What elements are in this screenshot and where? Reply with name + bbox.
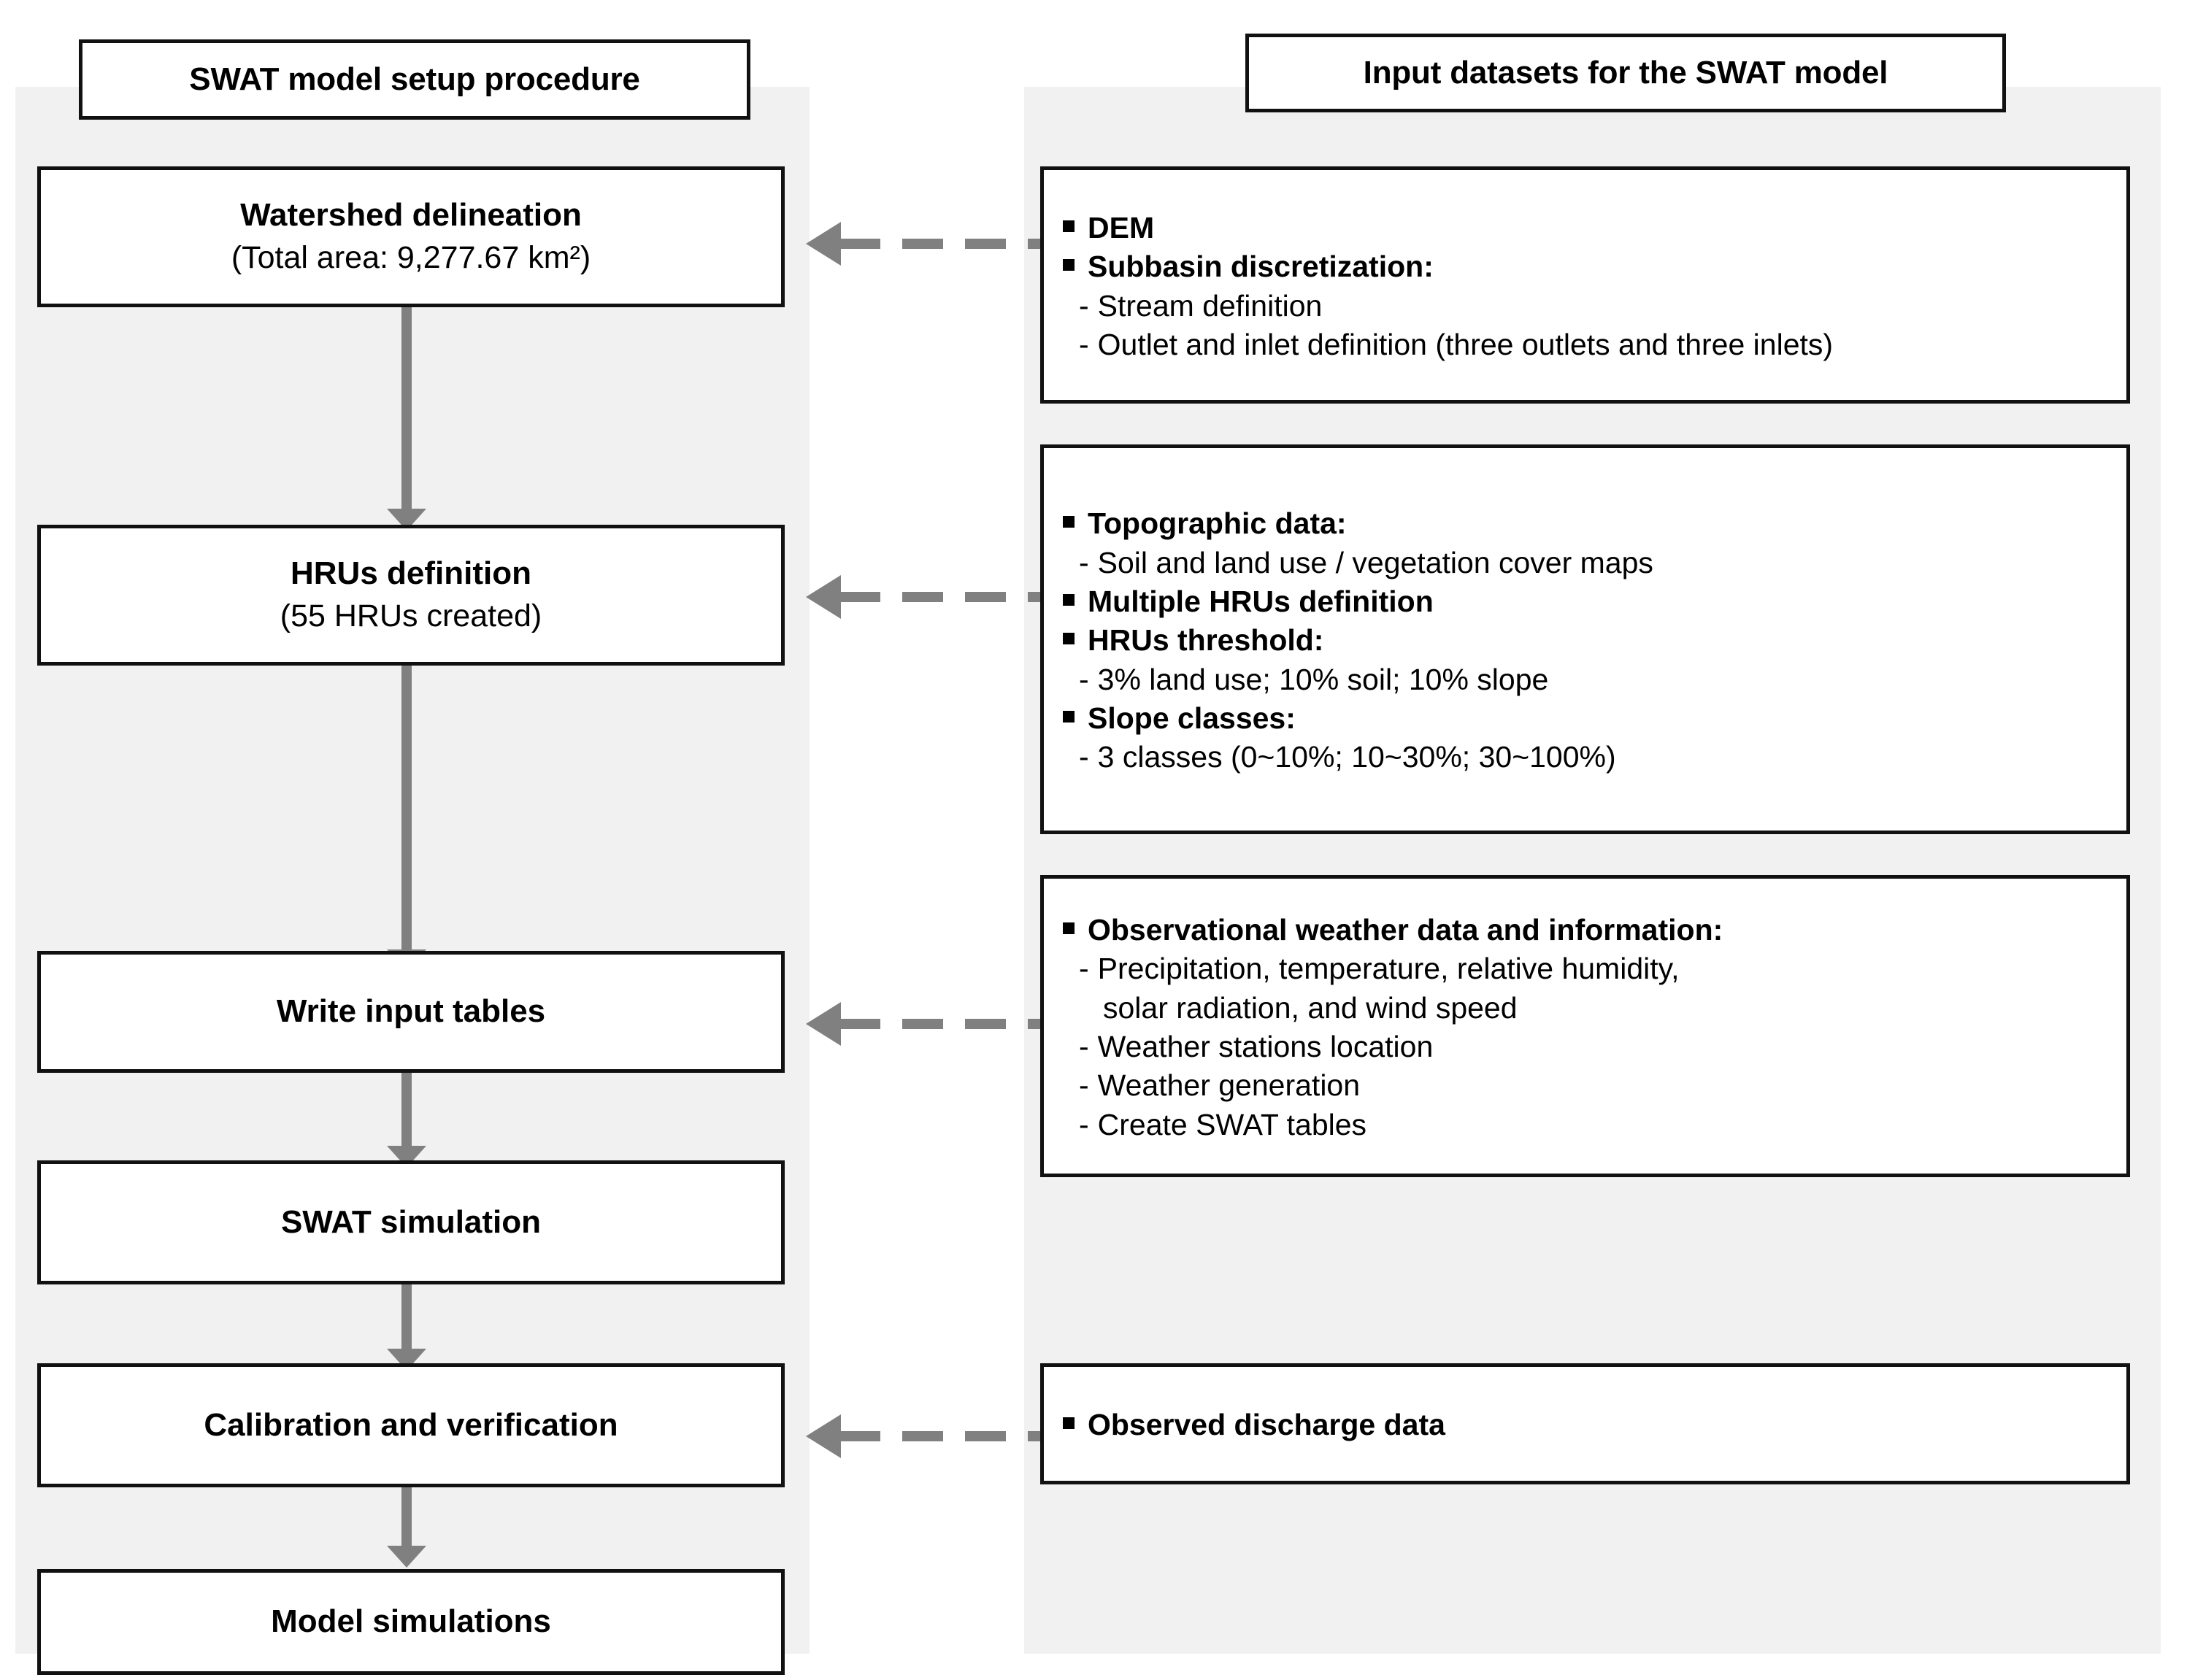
dataset-line-text: Precipitation, temperature, relative hum… [1097, 952, 1680, 986]
dataset-line: Slope classes: [1063, 699, 2126, 738]
square-bullet-icon [1063, 710, 1075, 723]
dataset-box-hru-inputs[interactable]: Topographic data: - Soil and land use / … [1040, 444, 2130, 834]
dataset-line: - Outlet and inlet definition (three out… [1063, 325, 2126, 364]
dataset-box-watershed-inputs[interactable]: DEM Subbasin discretization: - Stream de… [1040, 166, 2130, 404]
square-bullet-icon [1063, 922, 1075, 935]
dataset-line-text: Soil and land use / vegetation cover map… [1097, 545, 1653, 579]
step-model-simulations[interactable]: Model simulations [37, 1569, 785, 1675]
left-column-header-label: SWAT model setup procedure [189, 61, 640, 97]
step-write-input-tables[interactable]: Write input tables [37, 951, 785, 1073]
square-bullet-icon [1063, 259, 1075, 271]
dataset-line: Multiple HRUs definition [1063, 582, 2126, 621]
dataset-line-text: 3 classes (0~10%; 10~30%; 30~100%) [1097, 740, 1616, 774]
dataset-line: - 3 classes (0~10%; 10~30%; 30~100%) [1063, 738, 2126, 777]
left-column-header: SWAT model setup procedure [79, 39, 750, 120]
step-title: Calibration and verification [204, 1406, 618, 1443]
link-arrow-calibration [810, 1431, 1040, 1441]
square-bullet-icon [1063, 516, 1075, 528]
link-arrow-inputtables [810, 1019, 1040, 1029]
flow-arrow-5 [401, 1487, 412, 1547]
step-calibration-and-verification[interactable]: Calibration and verification [37, 1363, 785, 1487]
dataset-line-text: 3% land use; 10% soil; 10% slope [1097, 662, 1549, 696]
step-subtitle: (55 HRUs created) [280, 598, 542, 634]
flow-arrow-3 [401, 1073, 412, 1147]
dataset-line-text: Observational weather data and informati… [1088, 913, 1723, 947]
link-arrow-hrus [810, 592, 1040, 602]
dataset-line-text: Stream definition [1097, 288, 1323, 323]
dataset-line: - Soil and land use / vegetation cover m… [1063, 544, 2126, 582]
dashed-line [839, 592, 1040, 602]
step-title: HRUs definition [291, 555, 531, 592]
dataset-line: solar radiation, and wind speed [1063, 989, 2126, 1028]
dash-bullet-icon: - [1079, 1107, 1089, 1141]
flow-arrow-2 [401, 634, 412, 951]
dataset-line: - Weather generation [1063, 1066, 2126, 1105]
dash-bullet-icon: - [1079, 1068, 1089, 1103]
dataset-line: HRUs threshold: [1063, 621, 2126, 660]
dash-bullet-icon: - [1079, 545, 1089, 579]
dashed-line [839, 1431, 1040, 1441]
step-title: Write input tables [276, 993, 546, 1030]
step-subtitle: (Total area: 9,277.67 km²) [231, 240, 591, 276]
dataset-line-text: Observed discharge data [1088, 1408, 1445, 1442]
dataset-line: Observed discharge data [1063, 1406, 2126, 1444]
dash-bullet-icon: - [1079, 662, 1089, 696]
square-bullet-icon [1063, 633, 1075, 645]
dataset-line: - Weather stations location [1063, 1028, 2126, 1066]
right-column-header: Input datasets for the SWAT model [1245, 34, 2006, 112]
dataset-box-observed-discharge[interactable]: Observed discharge data [1040, 1363, 2130, 1484]
dataset-line-text: Multiple HRUs definition [1088, 585, 1434, 619]
dash-bullet-icon: - [1079, 288, 1089, 323]
dataset-line-text: Create SWAT tables [1097, 1107, 1367, 1141]
dash-bullet-icon: - [1079, 952, 1089, 986]
step-hrus-definition[interactable]: HRUs definition (55 HRUs created) [37, 525, 785, 666]
dataset-line: - Stream definition [1063, 287, 2126, 325]
step-title: Model simulations [271, 1603, 551, 1640]
dash-bullet-icon: - [1079, 327, 1089, 361]
dataset-box-weather-inputs[interactable]: Observational weather data and informati… [1040, 875, 2130, 1177]
dataset-line-text: DEM [1088, 210, 1155, 244]
dataset-line: Topographic data: [1063, 504, 2126, 543]
link-arrow-watershed [810, 239, 1040, 249]
dataset-line-text: Subbasin discretization: [1088, 250, 1434, 284]
square-bullet-icon [1063, 220, 1075, 232]
dataset-line: DEM [1063, 209, 2126, 247]
step-watershed-delineation[interactable]: Watershed delineation (Total area: 9,277… [37, 166, 785, 307]
dataset-line-text: Weather generation [1097, 1068, 1361, 1103]
dashed-line [839, 239, 1040, 249]
step-title: SWAT simulation [280, 1203, 542, 1240]
dataset-line: Observational weather data and informati… [1063, 911, 2126, 949]
dataset-line: - Precipitation, temperature, relative h… [1063, 949, 2126, 988]
flow-arrow-1 [401, 307, 412, 510]
dataset-line-text: Weather stations location [1097, 1030, 1434, 1063]
dash-bullet-icon: - [1079, 1030, 1089, 1063]
dataset-line: - 3% land use; 10% soil; 10% slope [1063, 660, 2126, 699]
dataset-line: Subbasin discretization: [1063, 247, 2126, 286]
step-title: Watershed delineation [240, 197, 582, 234]
right-column-header-label: Input datasets for the SWAT model [1363, 55, 1888, 90]
dataset-line-text: Slope classes: [1088, 701, 1296, 735]
dataset-line-text: solar radiation, and wind speed [1103, 990, 1518, 1025]
dataset-line-text: HRUs threshold: [1088, 623, 1324, 658]
square-bullet-icon [1063, 594, 1075, 606]
flow-arrow-4 [401, 1284, 412, 1350]
dataset-line: - Create SWAT tables [1063, 1106, 2126, 1144]
dataset-line-text: Topographic data: [1088, 506, 1347, 541]
square-bullet-icon [1063, 1417, 1075, 1430]
step-swat-simulation[interactable]: SWAT simulation [37, 1160, 785, 1284]
dashed-line [839, 1019, 1040, 1029]
dataset-line-text: Outlet and inlet definition (three outle… [1097, 327, 1834, 361]
dash-bullet-icon: - [1079, 740, 1089, 774]
